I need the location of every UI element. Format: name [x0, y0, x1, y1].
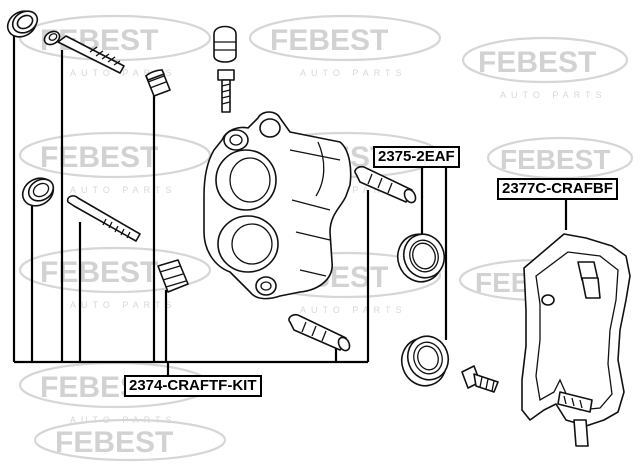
svg-text:FEBEST: FEBEST [40, 256, 158, 289]
label-piston-seal-kit: 2375-2EAF [373, 146, 460, 168]
guide-pin-mid [66, 195, 141, 242]
svg-text:AUTO PARTS: AUTO PARTS [300, 305, 407, 315]
svg-text:AUTO PARTS: AUTO PARTS [70, 185, 177, 195]
watermark-7: FEBEST AUTO PARTS [18, 246, 212, 310]
caliper-bracket [521, 233, 631, 447]
guide-sleeve-upper [354, 165, 417, 204]
guide-pin-top [57, 35, 125, 74]
grommet-small [43, 30, 61, 46]
watermark-2: FEBEST AUTO PARTS [248, 14, 442, 78]
svg-text:FEBEST: FEBEST [500, 144, 610, 175]
svg-text:AUTO PARTS: AUTO PARTS [300, 185, 407, 195]
svg-text:FEBEST: FEBEST [55, 426, 173, 459]
bleeder-screw [217, 69, 235, 113]
watermark-10: FEBEST [33, 418, 227, 462]
dust-boot-ring-mid [21, 177, 55, 207]
svg-text:FEBEST: FEBEST [270, 24, 388, 57]
pin-boot-top [145, 69, 171, 97]
pin-boot-mid [157, 259, 189, 293]
svg-text:FEBEST: FEBEST [40, 141, 158, 174]
svg-text:AUTO PARTS: AUTO PARTS [70, 300, 177, 310]
svg-text:AUTO PARTS: AUTO PARTS [300, 68, 407, 78]
guide-sleeve-lower [288, 313, 351, 352]
label-repair-kit: 2374-CRAFTF-KIT [124, 375, 262, 397]
svg-text:FEBEST: FEBEST [478, 46, 596, 79]
piston-seal-upper [396, 233, 446, 283]
watermark-3: FEBEST AUTO PARTS [461, 36, 629, 100]
caliper-body [203, 111, 352, 300]
bleeder-cap [213, 25, 237, 63]
svg-text:AUTO PARTS: AUTO PARTS [500, 90, 607, 100]
label-caliper-bracket: 2377C-CRAFBF [497, 178, 618, 200]
watermark-4: FEBEST AUTO PARTS [18, 131, 212, 195]
piston-seal-lower [400, 335, 450, 387]
bracket-bolt [461, 365, 499, 393]
dust-boot-ring-top [6, 10, 39, 38]
leader-lines [12, 32, 568, 376]
